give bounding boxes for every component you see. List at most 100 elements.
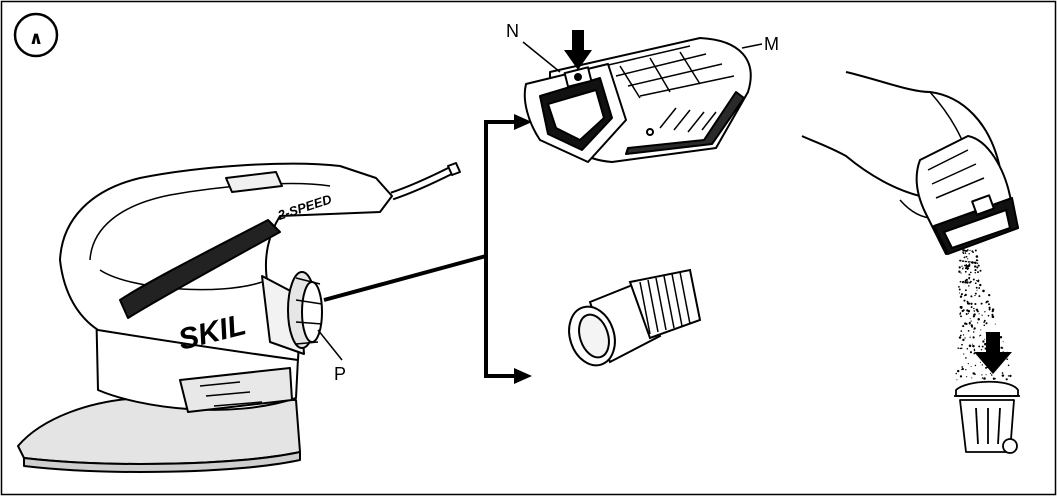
- dust-particle: [970, 295, 973, 298]
- dust-particle: [994, 378, 996, 380]
- sander-tool: [17, 162, 461, 473]
- dust-particle: [960, 272, 962, 274]
- dust-particle: [969, 336, 971, 338]
- dust-particle: [978, 295, 981, 298]
- dust-particle: [977, 271, 979, 274]
- dust-particle: [978, 287, 981, 289]
- dust-particle: [974, 294, 976, 297]
- dust-particle: [976, 322, 979, 324]
- dust-particle: [956, 379, 958, 381]
- dust-particle: [972, 344, 975, 348]
- dust-particle: [987, 314, 990, 317]
- dust-particle: [965, 250, 968, 252]
- dust-particle: [977, 280, 980, 283]
- dust-particle: [961, 267, 964, 270]
- dust-particle: [988, 293, 991, 297]
- dust-particle: [981, 345, 984, 348]
- dust-particle: [964, 289, 967, 292]
- dust-particle: [981, 374, 983, 376]
- dust-particle: [985, 367, 987, 369]
- dust-particle: [958, 270, 961, 273]
- held-container: [915, 135, 1019, 255]
- dust-particle: [1006, 358, 1009, 361]
- dust-particle: [961, 265, 963, 267]
- dust-particle: [958, 266, 961, 269]
- dust-particle: [964, 260, 967, 263]
- dust-particle: [971, 261, 974, 264]
- dust-particle: [958, 288, 961, 291]
- hose-adapter: [568, 268, 702, 367]
- dust-particle: [974, 302, 977, 306]
- dust-particle: [966, 261, 968, 263]
- dust-particle: [973, 310, 976, 312]
- dust-particle: [965, 369, 967, 371]
- dust-particle: [972, 251, 974, 253]
- dust-particle: [964, 270, 967, 273]
- dust-particle: [969, 249, 971, 252]
- dust-particle: [983, 324, 986, 327]
- dust-particle: [974, 364, 977, 367]
- dust-particle: [1007, 364, 1010, 367]
- dust-particle: [974, 292, 977, 295]
- dust-particle: [963, 256, 966, 259]
- dust-particle: [1005, 378, 1008, 381]
- dust-particle: [963, 260, 965, 262]
- dust-particle: [972, 372, 975, 375]
- dust-particle: [974, 272, 977, 274]
- dust-particle: [990, 374, 993, 376]
- dust-particle: [977, 317, 980, 321]
- dust-particle: [986, 300, 989, 303]
- dust-particle: [962, 281, 964, 284]
- callout-label-m: M: [764, 34, 779, 54]
- dust-particle: [959, 312, 962, 314]
- dust-particle: [962, 338, 965, 342]
- dust-particle: [955, 372, 958, 375]
- dust-particle: [973, 307, 975, 310]
- dust-particle: [978, 345, 981, 348]
- dust-particle: [968, 253, 970, 255]
- dust-particle: [972, 336, 975, 339]
- dust-particle: [967, 302, 971, 305]
- dust-particle: [969, 323, 971, 325]
- dust-particle: [959, 280, 962, 283]
- dust-particle: [963, 299, 966, 302]
- dust-particle: [967, 309, 971, 313]
- dust-particle: [994, 323, 996, 325]
- dust-particle: [1000, 346, 1003, 349]
- dust-particle: [970, 306, 973, 309]
- dust-particle: [975, 255, 979, 258]
- dust-particle: [992, 377, 996, 380]
- dust-particle: [962, 325, 965, 328]
- dust-particle: [981, 377, 984, 379]
- dust-particle: [991, 313, 994, 316]
- dust-particle: [964, 322, 967, 325]
- dust-particle: [972, 278, 975, 281]
- dust-particle: [982, 340, 985, 343]
- callout-label-n: N: [506, 21, 519, 41]
- dust-particle: [960, 315, 962, 318]
- dust-particle: [967, 362, 969, 365]
- dust-particle: [979, 361, 981, 363]
- dust-particle: [1007, 375, 1010, 377]
- dust-particle: [966, 281, 969, 284]
- dust-particle: [984, 311, 986, 313]
- dust-particle: [974, 261, 977, 265]
- dust-particle: [976, 279, 978, 282]
- dust-particle: [969, 351, 973, 354]
- dust-particle: [960, 260, 962, 262]
- dust-particle: [985, 301, 988, 304]
- push-arrow-n: [564, 30, 592, 70]
- dust-particle: [1001, 372, 1004, 374]
- dust-particle: [979, 334, 982, 336]
- dust-particle: [975, 286, 978, 289]
- dust-particle: [969, 318, 971, 320]
- dust-particle: [984, 342, 987, 346]
- callout-label-p: P: [334, 364, 346, 384]
- dust-particle: [972, 331, 975, 333]
- dust-particle: [988, 309, 991, 311]
- dust-particle: [966, 348, 969, 350]
- dust-particle: [962, 249, 965, 252]
- dust-particle: [977, 264, 980, 267]
